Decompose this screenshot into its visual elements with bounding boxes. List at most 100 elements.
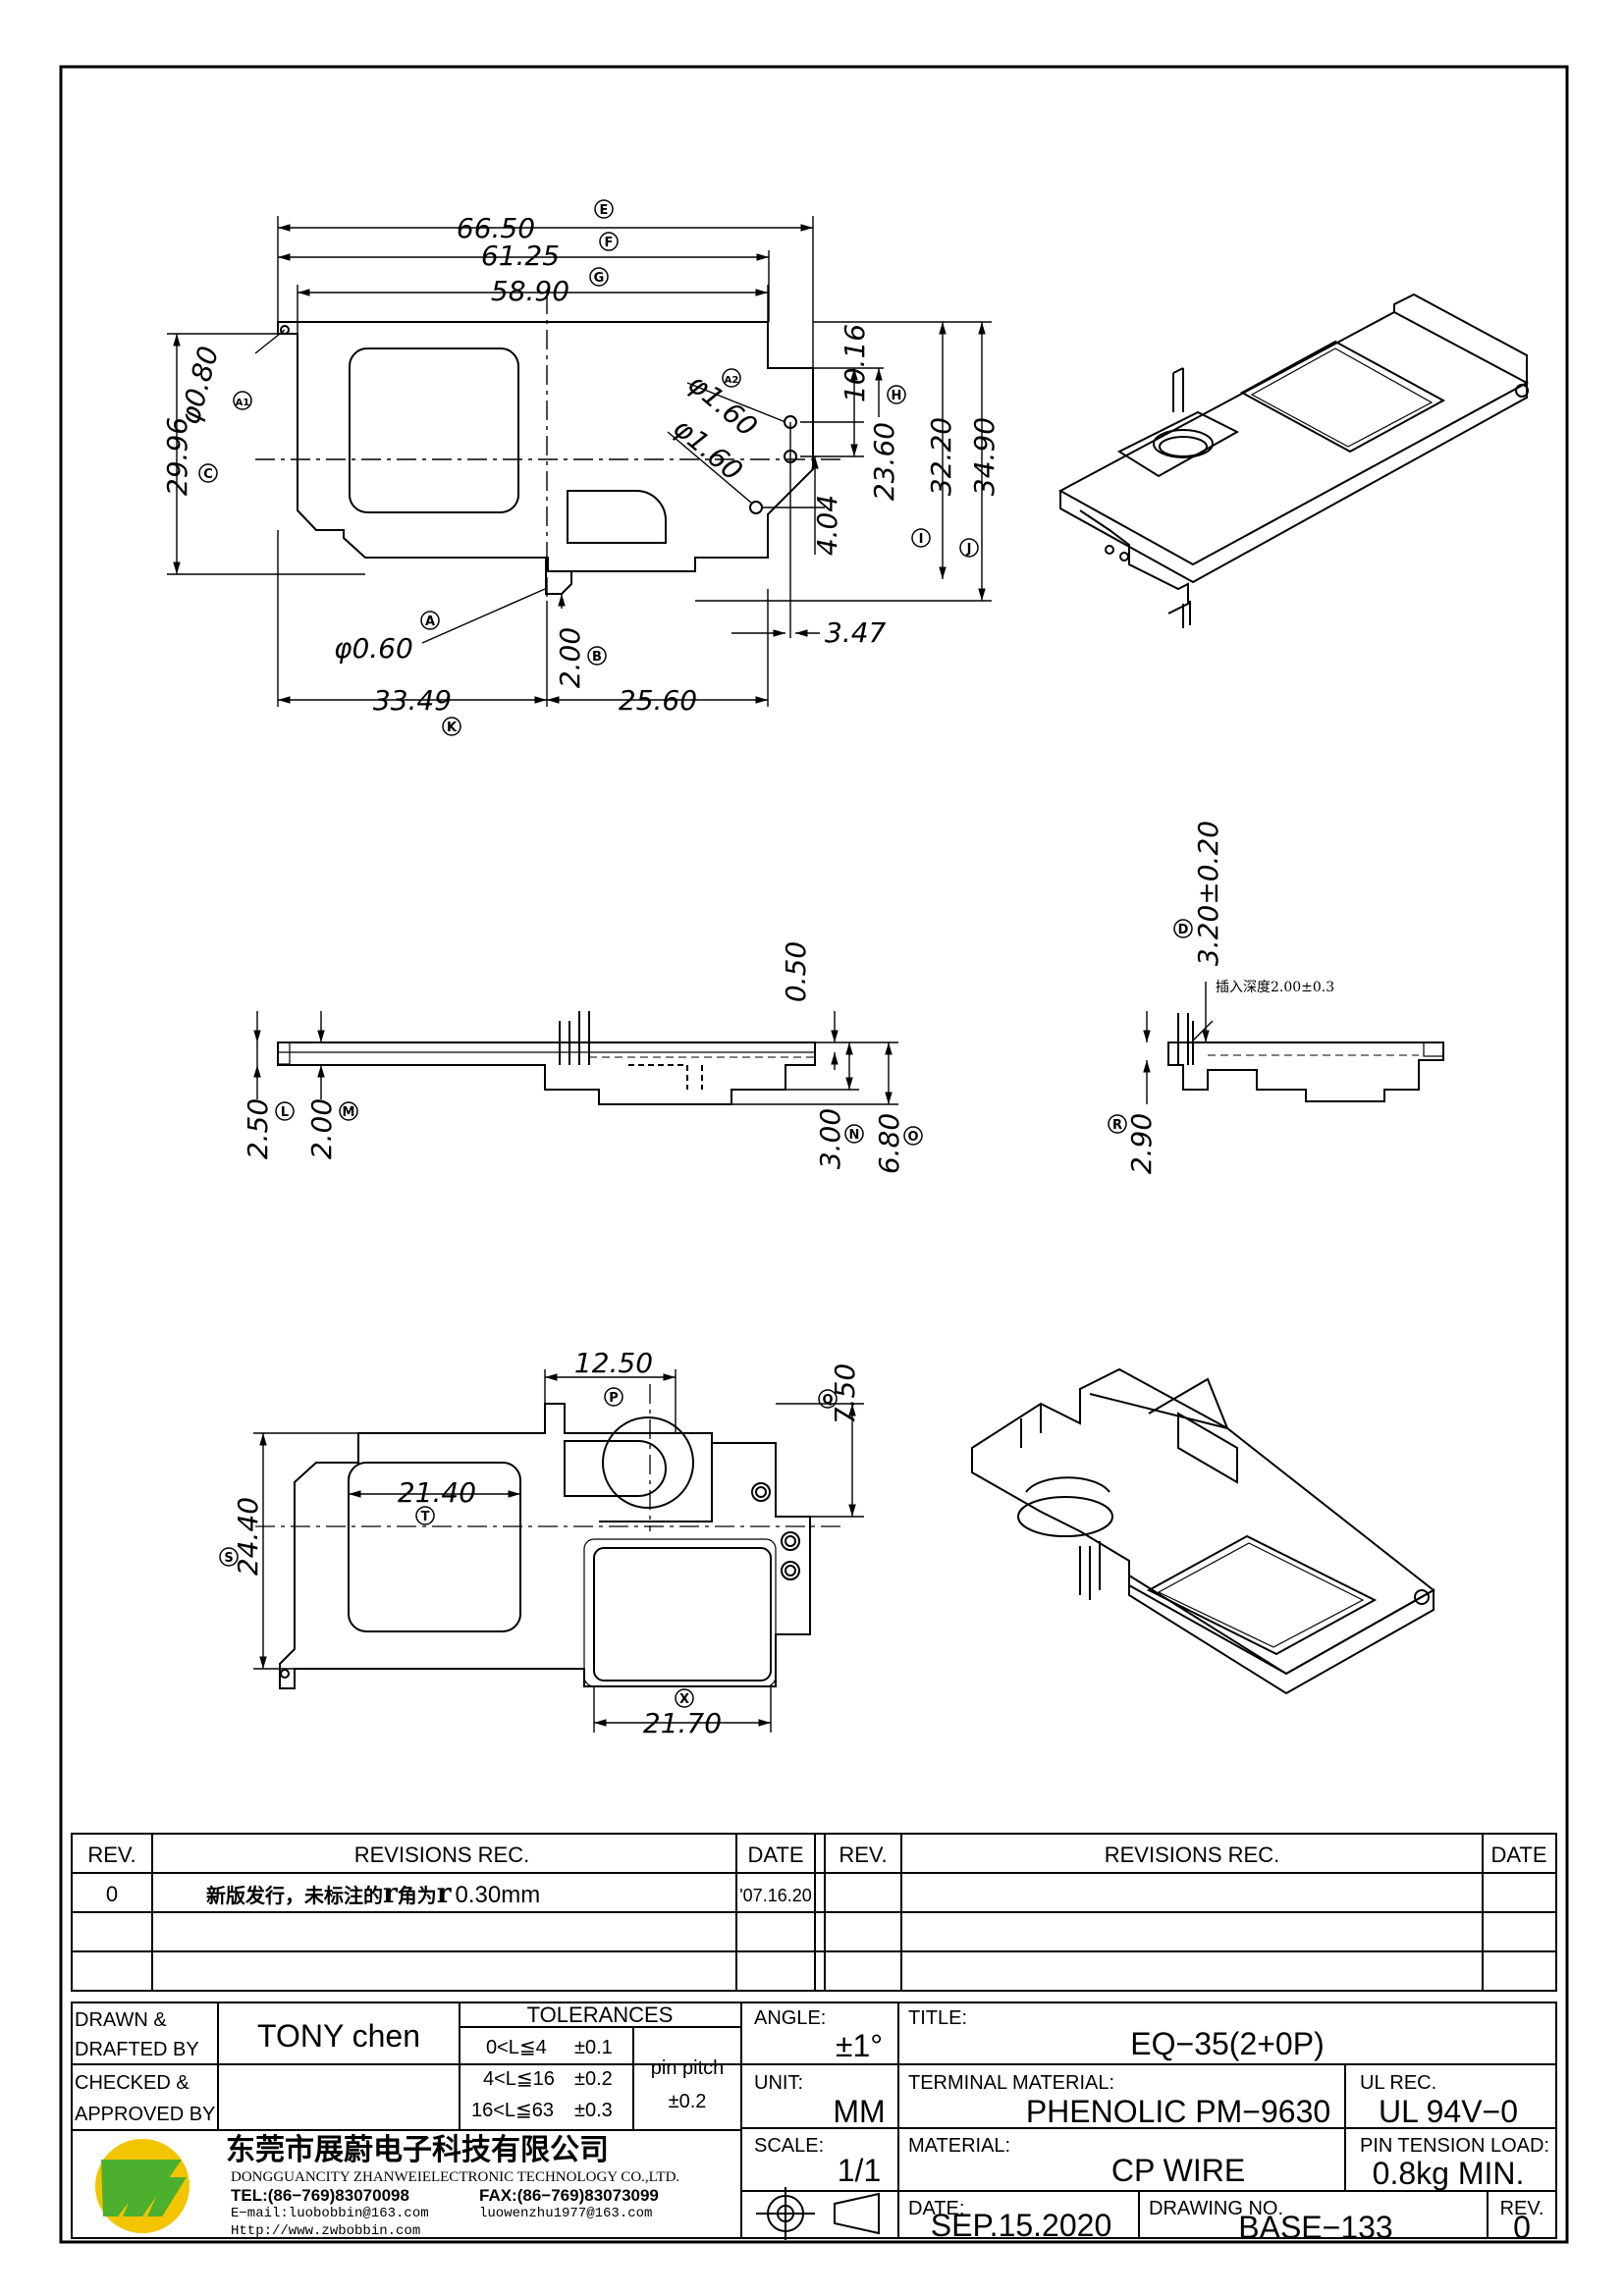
- marker-k: K: [447, 721, 458, 735]
- rev-header-right: REV.: [839, 1842, 887, 1867]
- marker-g: G: [594, 271, 605, 286]
- top-view-slot: [567, 490, 667, 544]
- iso-view-top: [1057, 293, 1530, 628]
- marker-o: O: [907, 1130, 918, 1145]
- company-email-1: E−mail:luobobbin@163.com: [231, 2206, 429, 2221]
- rec-header-left: REVISIONS REC.: [354, 1842, 529, 1867]
- dim-3-20: 3.20±0.20: [1192, 821, 1224, 966]
- marker-i: I: [919, 532, 924, 547]
- company-info: 东莞市展蔚电子科技有限公司 DONGGUANCITY ZHANWEIELECTR…: [226, 2133, 679, 2239]
- dim-66-50: 66.50: [457, 212, 535, 244]
- marker-q: Q: [822, 1393, 833, 1408]
- marker-d: D: [1178, 923, 1189, 937]
- dim-2-00: 2.00: [554, 627, 586, 688]
- top-view: [255, 294, 844, 601]
- dim-6-80: 6.80: [873, 1113, 905, 1174]
- revision-table: [71, 1833, 1557, 1992]
- marker-c: C: [203, 467, 213, 482]
- approved-label: APPROVED BY: [75, 2104, 215, 2125]
- material-label: MATERIAL:: [908, 2135, 1010, 2157]
- drawing-no-label: DRAWING NO.: [1149, 2198, 1283, 2219]
- dim-phi-0-80: φ0.80: [173, 343, 225, 428]
- side-view-marker-text: L M N O: [281, 1105, 919, 1145]
- dim-21-70: 21.70: [643, 1707, 722, 1739]
- dim-2-90: 2.90: [1125, 1113, 1158, 1174]
- marker-f: F: [605, 236, 614, 250]
- company-fax: FAX:(86−769)83073099: [479, 2186, 659, 2205]
- drawing-no-value: BASE−133: [1238, 2210, 1392, 2245]
- dim-2-00-side: 2.00: [305, 1098, 338, 1159]
- dim-23-60: 23.60: [868, 422, 900, 501]
- company-tel: TEL:(86−769)83070098: [231, 2186, 409, 2205]
- company-web: Http://www.zwbobbin.com: [231, 2223, 420, 2239]
- company-email-2: luowenzhu1977@163.com: [479, 2206, 652, 2221]
- date-header-right: DATE: [1490, 1842, 1546, 1867]
- rec-header-right: REVISIONS REC.: [1105, 1842, 1279, 1867]
- title-block-text: DRAWN & DRAFTED BY TONY chen CHECKED & A…: [75, 2002, 1549, 2245]
- rev-value: 0: [1513, 2210, 1531, 2245]
- date-label: DATE:: [908, 2198, 964, 2219]
- bottom-view-markers: [219, 1387, 838, 1708]
- marker-h: H: [892, 389, 902, 403]
- tol-range-0: 0<L≦4: [486, 2037, 547, 2058]
- drafted-label: DRAFTED BY: [75, 2039, 199, 2060]
- marker-j: J: [966, 542, 972, 557]
- side-view-dimensions: [253, 1011, 898, 1105]
- marker-e: E: [600, 203, 609, 218]
- marker-a1: A1: [236, 398, 250, 408]
- side-view: [277, 1011, 816, 1105]
- insert-depth-note: 插入深度2.00±0.3: [1216, 980, 1334, 995]
- rev-row-0-date: '07.16.20: [739, 1886, 812, 1905]
- terminal-material-value: PHENOLIC PM−9630: [1026, 2094, 1330, 2129]
- dim-24-40: 24.40: [232, 1497, 264, 1575]
- pin-pitch-label: pin pitch: [651, 2057, 725, 2079]
- dim-33-49: 33.49: [373, 684, 452, 717]
- tol-range-2: 16<L≦63: [471, 2100, 554, 2121]
- drawn-label: DRAWN &: [75, 2009, 167, 2031]
- marker-t: T: [421, 1510, 430, 1524]
- end-view-markers: [1108, 919, 1193, 1134]
- dim-21-40: 21.40: [398, 1476, 476, 1509]
- marker-r: R: [1112, 1118, 1122, 1133]
- rev-row-0-r2: r: [437, 1877, 453, 1909]
- date-value: SEP.15.2020: [931, 2208, 1111, 2243]
- company-name-en: DONGGUANCITY ZHANWEIELECTRONIC TECHNOLOG…: [231, 2169, 679, 2185]
- top-view-hole-3: [749, 501, 763, 514]
- dim-0-50: 0.50: [780, 941, 812, 1002]
- tolerances-label: TOLERANCES: [527, 2002, 674, 2027]
- marker-p: P: [609, 1391, 619, 1406]
- dim-32-20: 32.20: [925, 417, 957, 496]
- marker-x: X: [679, 1692, 689, 1707]
- title-label: TITLE:: [908, 2007, 967, 2029]
- marker-a: A: [425, 614, 435, 629]
- angle-label: ANGLE:: [754, 2007, 826, 2029]
- iso-view-bottom: [971, 1367, 1435, 1695]
- projection-symbol: [756, 2187, 880, 2240]
- unit-label: UNIT:: [754, 2072, 803, 2094]
- pin-pitch-value: ±0.2: [669, 2091, 707, 2112]
- dim-2-50: 2.50: [242, 1098, 274, 1159]
- tol-val-0: ±0.1: [574, 2037, 613, 2058]
- dim-3-00: 3.00: [814, 1108, 846, 1169]
- rev-label: REV.: [1500, 2198, 1544, 2219]
- top-view-tab: [545, 558, 572, 595]
- dim-3-47: 3.47: [825, 616, 887, 649]
- sheet-border: [59, 65, 1569, 2244]
- ul-rec-value: UL 94V−0: [1379, 2094, 1518, 2129]
- marker-l: L: [281, 1105, 289, 1120]
- scale-value: 1/1: [838, 2153, 881, 2188]
- dim-34-90: 34.90: [968, 417, 1001, 496]
- top-view-marker-text: E F G A1 C A2 H I J A B K: [203, 203, 971, 735]
- end-view-marker-text: D R: [1112, 923, 1189, 1133]
- bottom-view-labels: 12.50 7.50 21.40 24.40 21.70: [232, 1347, 861, 1739]
- marker-s: S: [224, 1551, 233, 1566]
- marker-b: B: [592, 650, 602, 665]
- side-view-markers: [275, 1101, 923, 1146]
- tol-val-1: ±0.2: [574, 2068, 613, 2090]
- bottom-view: [255, 1384, 844, 1689]
- dim-10-16: 10.16: [839, 324, 871, 402]
- date-header-left: DATE: [747, 1842, 803, 1867]
- dim-4-04: 4.04: [811, 495, 843, 556]
- dim-phi-0-60: φ0.60: [334, 632, 413, 665]
- rev-row-0-rec-val: 0.30mm: [456, 1882, 541, 1908]
